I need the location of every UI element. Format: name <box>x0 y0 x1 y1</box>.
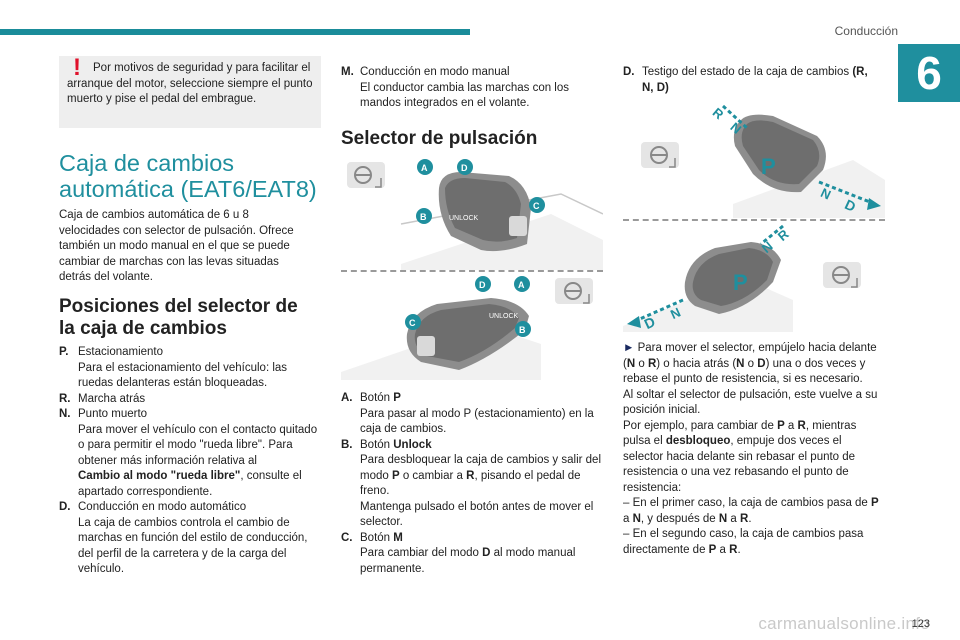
instruction-list-item-1: – En el primer caso, la caja de cambios … <box>623 497 879 525</box>
warning-box: ! Por motivos de seguridad y para facili… <box>59 56 321 128</box>
label-d: D <box>461 163 468 173</box>
selector-illustration-2: UNLOCK D A C B <box>341 276 593 380</box>
indicator-list: D. Testigo del estado de la caja de camb… <box>623 65 873 96</box>
watermark: carmanualsonline.info <box>758 614 930 633</box>
header-accent-bar <box>0 29 470 35</box>
unlock-text-2: UNLOCK <box>489 313 519 320</box>
warning-icon: ! <box>73 54 81 81</box>
section-title: Caja de cambios automática (EAT6/EAT8) <box>59 150 317 202</box>
steering-wheel-icon <box>347 162 385 188</box>
unlock-text: UNLOCK <box>449 215 479 222</box>
bullet-icon: ► <box>623 342 638 354</box>
intro-paragraph: Caja de cambios automática de 6 u 8 velo… <box>59 209 294 283</box>
header-title: Conducción <box>834 24 898 38</box>
label-c-2: C <box>409 318 416 328</box>
label-c: C <box>533 201 540 211</box>
chapter-number: 6 <box>916 47 942 99</box>
separator-1 <box>341 270 603 272</box>
m-button-2 <box>417 336 435 356</box>
instruction-paragraph-3: Por ejemplo, para cambiar de P a R, mien… <box>623 419 857 494</box>
position-item-r: R. Marcha atrás <box>59 392 146 405</box>
label-a-2: A <box>518 280 525 290</box>
steering-wheel-icon-4 <box>823 262 861 288</box>
label-b: B <box>420 212 427 222</box>
positions-title: Posiciones del selector de la caja de ca… <box>59 296 298 339</box>
steering-wheel-icon-2 <box>555 278 593 304</box>
instruction-paragraph-2: Al soltar el selector de pulsación, este… <box>623 388 878 417</box>
indicator-item-d: D. Testigo del estado de la caja de camb… <box>623 66 868 94</box>
label-d-2: D <box>479 280 486 290</box>
steering-wheel-icon-3 <box>641 142 679 168</box>
label-b-2: B <box>519 325 526 335</box>
selector-illustration-4: P R N N D <box>623 224 861 332</box>
instruction-paragraph-1: ► Para mover el selector, empújelo hacia… <box>623 342 877 385</box>
label-a: A <box>421 163 428 173</box>
selector-title: Selector de pulsación <box>341 128 538 149</box>
instructions: ► Para mover el selector, empújelo hacia… <box>623 341 885 558</box>
separator-2 <box>623 219 885 221</box>
page-number: 123 <box>911 618 930 630</box>
selector-illustration-1: UNLOCK A D B C <box>347 159 603 270</box>
gear-label-r-2: R <box>775 226 792 244</box>
warning-text: Por motivos de seguridad y para facilita… <box>67 62 313 105</box>
m-button <box>509 216 527 236</box>
gear-label-p: P <box>761 154 776 179</box>
selector-illustration-3: P R N N D <box>641 105 885 218</box>
instruction-list-item-2: – En el segundo caso, la caja de cambios… <box>623 528 864 556</box>
gear-label-p-2: P <box>733 270 748 295</box>
chapter-tab: 6 <box>898 44 960 102</box>
